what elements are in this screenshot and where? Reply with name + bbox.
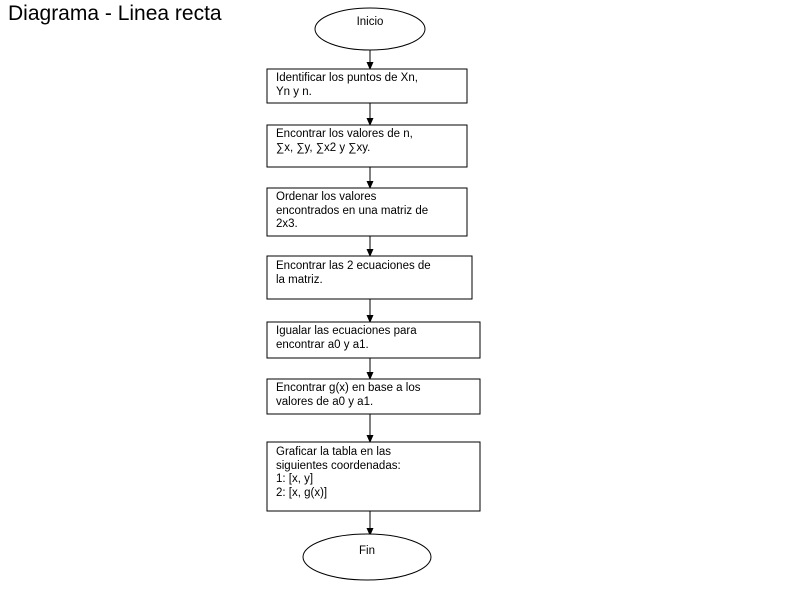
page-title: Diagrama - Linea recta	[8, 2, 222, 25]
step-label-3: Ordenar los valores encontrados en una m…	[276, 191, 429, 230]
start-label: Inicio	[356, 16, 384, 28]
end-label: Fin	[359, 545, 375, 557]
process-box-7	[266, 441, 481, 512]
process-box-5	[266, 321, 481, 359]
step-label-7: Graficar la tabla en las siguientes coor…	[276, 446, 401, 499]
step-label-5: Igualar las ecuaciones para encontrar a0…	[276, 325, 417, 351]
step-label-4: Encontrar las 2 ecuaciones de la matriz.	[276, 260, 431, 286]
process-box-3	[266, 187, 468, 237]
end-terminal	[302, 533, 432, 581]
step-label-6: Encontrar g(x) en base a los valores de …	[276, 382, 421, 408]
process-box-1	[266, 68, 468, 104]
process-box-6	[266, 378, 481, 415]
process-box-4	[266, 255, 473, 300]
step-label-2: Encontrar los valores de n, ∑x, ∑y, ∑x2 …	[276, 128, 413, 154]
process-box-2	[266, 124, 468, 168]
step-label-1: Identificar los puntos de Xn, Yn y n.	[276, 72, 418, 98]
